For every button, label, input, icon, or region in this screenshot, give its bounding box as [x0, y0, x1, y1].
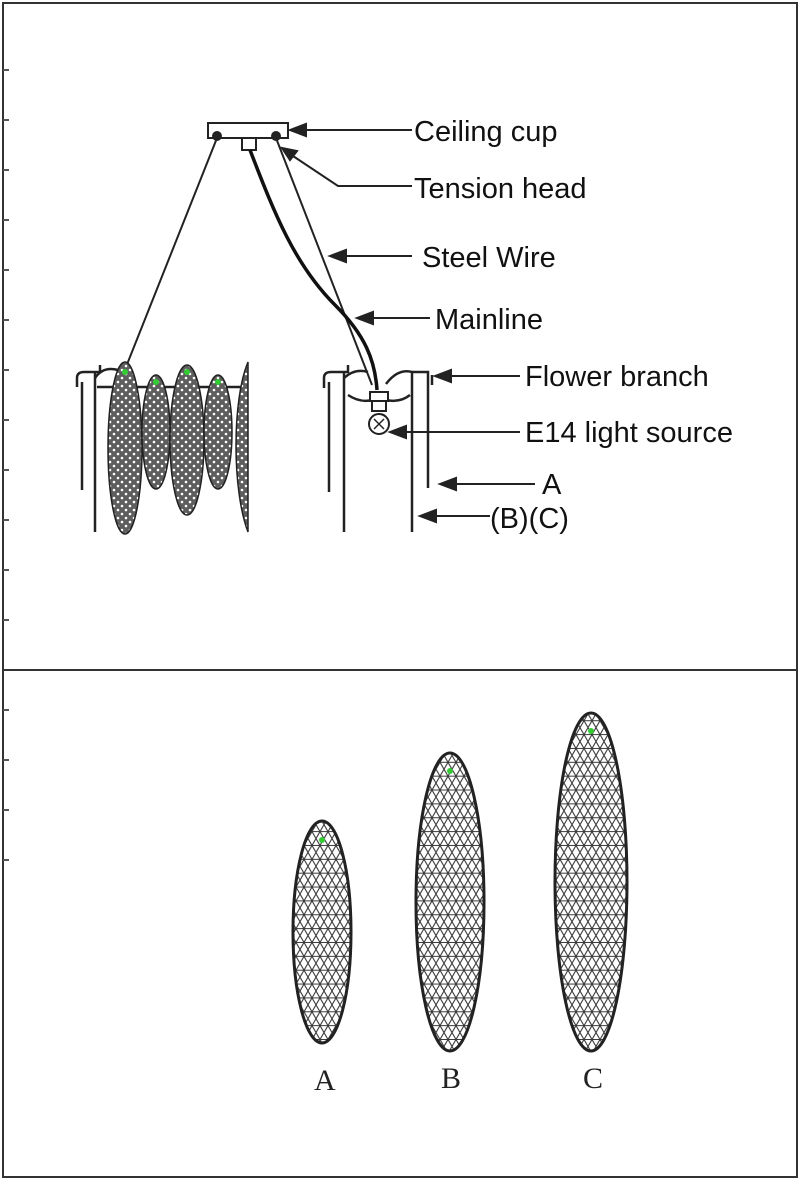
- callout-arrows: [279, 122, 535, 524]
- label-tension-head: Tension head: [414, 173, 587, 205]
- hanging-dots: [122, 369, 221, 385]
- label-steel-wire: Steel Wire: [422, 242, 556, 274]
- edge-ticks: [3, 69, 9, 861]
- variant-label-b: B: [441, 1062, 461, 1095]
- left-mesh-shade: [107, 361, 143, 535]
- e14-light-source: [368, 391, 390, 435]
- variant-label-a: A: [314, 1064, 336, 1097]
- label-mainline: Mainline: [435, 304, 543, 336]
- shade-variant-b: [414, 751, 486, 1053]
- label-flower-branch: Flower branch: [525, 361, 709, 393]
- label-size-bc: (B)(C): [490, 503, 569, 535]
- steel-wires: [123, 137, 373, 386]
- shade-variant-a: [291, 819, 353, 1045]
- variant-label-c: C: [583, 1062, 603, 1095]
- left-lamp-group: [75, 361, 249, 535]
- label-size-a: A: [542, 469, 562, 501]
- mainline-cable: [248, 149, 379, 391]
- right-lamp-group: [322, 365, 434, 532]
- shade-variant-c: [553, 711, 629, 1053]
- label-light-source: E14 light source: [525, 417, 733, 449]
- label-ceiling-cup: Ceiling cup: [414, 116, 557, 148]
- ceiling-cup: [207, 122, 289, 151]
- left-mesh-shade: [141, 374, 171, 490]
- left-mesh-shade: [169, 364, 205, 516]
- left-mesh-shade: [235, 361, 249, 533]
- left-mesh-shade: [203, 374, 233, 490]
